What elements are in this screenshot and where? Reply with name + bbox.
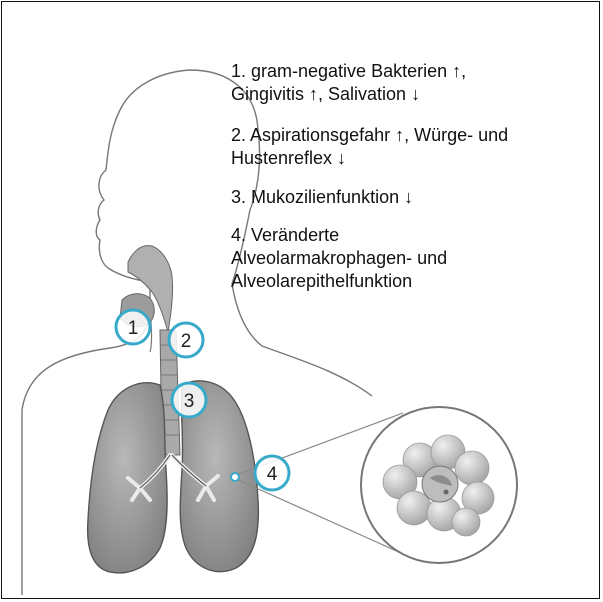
marker-1: 1 xyxy=(116,310,150,344)
annotation-2-line-1: 2. Aspirationsgefahr ↑, Würge- und xyxy=(231,124,591,147)
annotation-1-line-2: Gingivitis ↑, Salivation ↓ xyxy=(231,83,591,106)
annotation-4-line-3: Alveolarepithelfunktion xyxy=(231,270,591,293)
annotation-4-line-1: 4. Veränderte xyxy=(231,224,591,247)
annotation-3-line-1: 3. Mukozilienfunktion ↓ xyxy=(231,186,591,209)
marker-3: 3 xyxy=(172,383,206,417)
svg-text:3: 3 xyxy=(184,391,195,412)
marker-2: 2 xyxy=(169,323,203,357)
annotation-list: 1. gram-negative Bakterien ↑, Gingivitis… xyxy=(231,60,591,311)
annotation-3: 3. Mukozilienfunktion ↓ xyxy=(231,186,591,209)
marker-4: 4 xyxy=(255,456,289,490)
annotation-4: 4. Veränderte Alveolarmakrophagen- und A… xyxy=(231,224,591,293)
annotation-1: 1. gram-negative Bakterien ↑, Gingivitis… xyxy=(231,60,591,106)
annotation-1-line-1: 1. gram-negative Bakterien ↑, xyxy=(231,60,591,83)
annotation-2: 2. Aspirationsgefahr ↑, Würge- und Huste… xyxy=(231,124,591,170)
svg-text:4: 4 xyxy=(267,464,278,485)
annotation-4-line-2: Alveolarmakrophagen- und xyxy=(231,247,591,270)
zoom-origin-dot xyxy=(231,473,239,481)
svg-text:1: 1 xyxy=(128,318,139,339)
annotation-2-line-2: Hustenreflex ↓ xyxy=(231,147,591,170)
svg-text:2: 2 xyxy=(181,331,192,352)
